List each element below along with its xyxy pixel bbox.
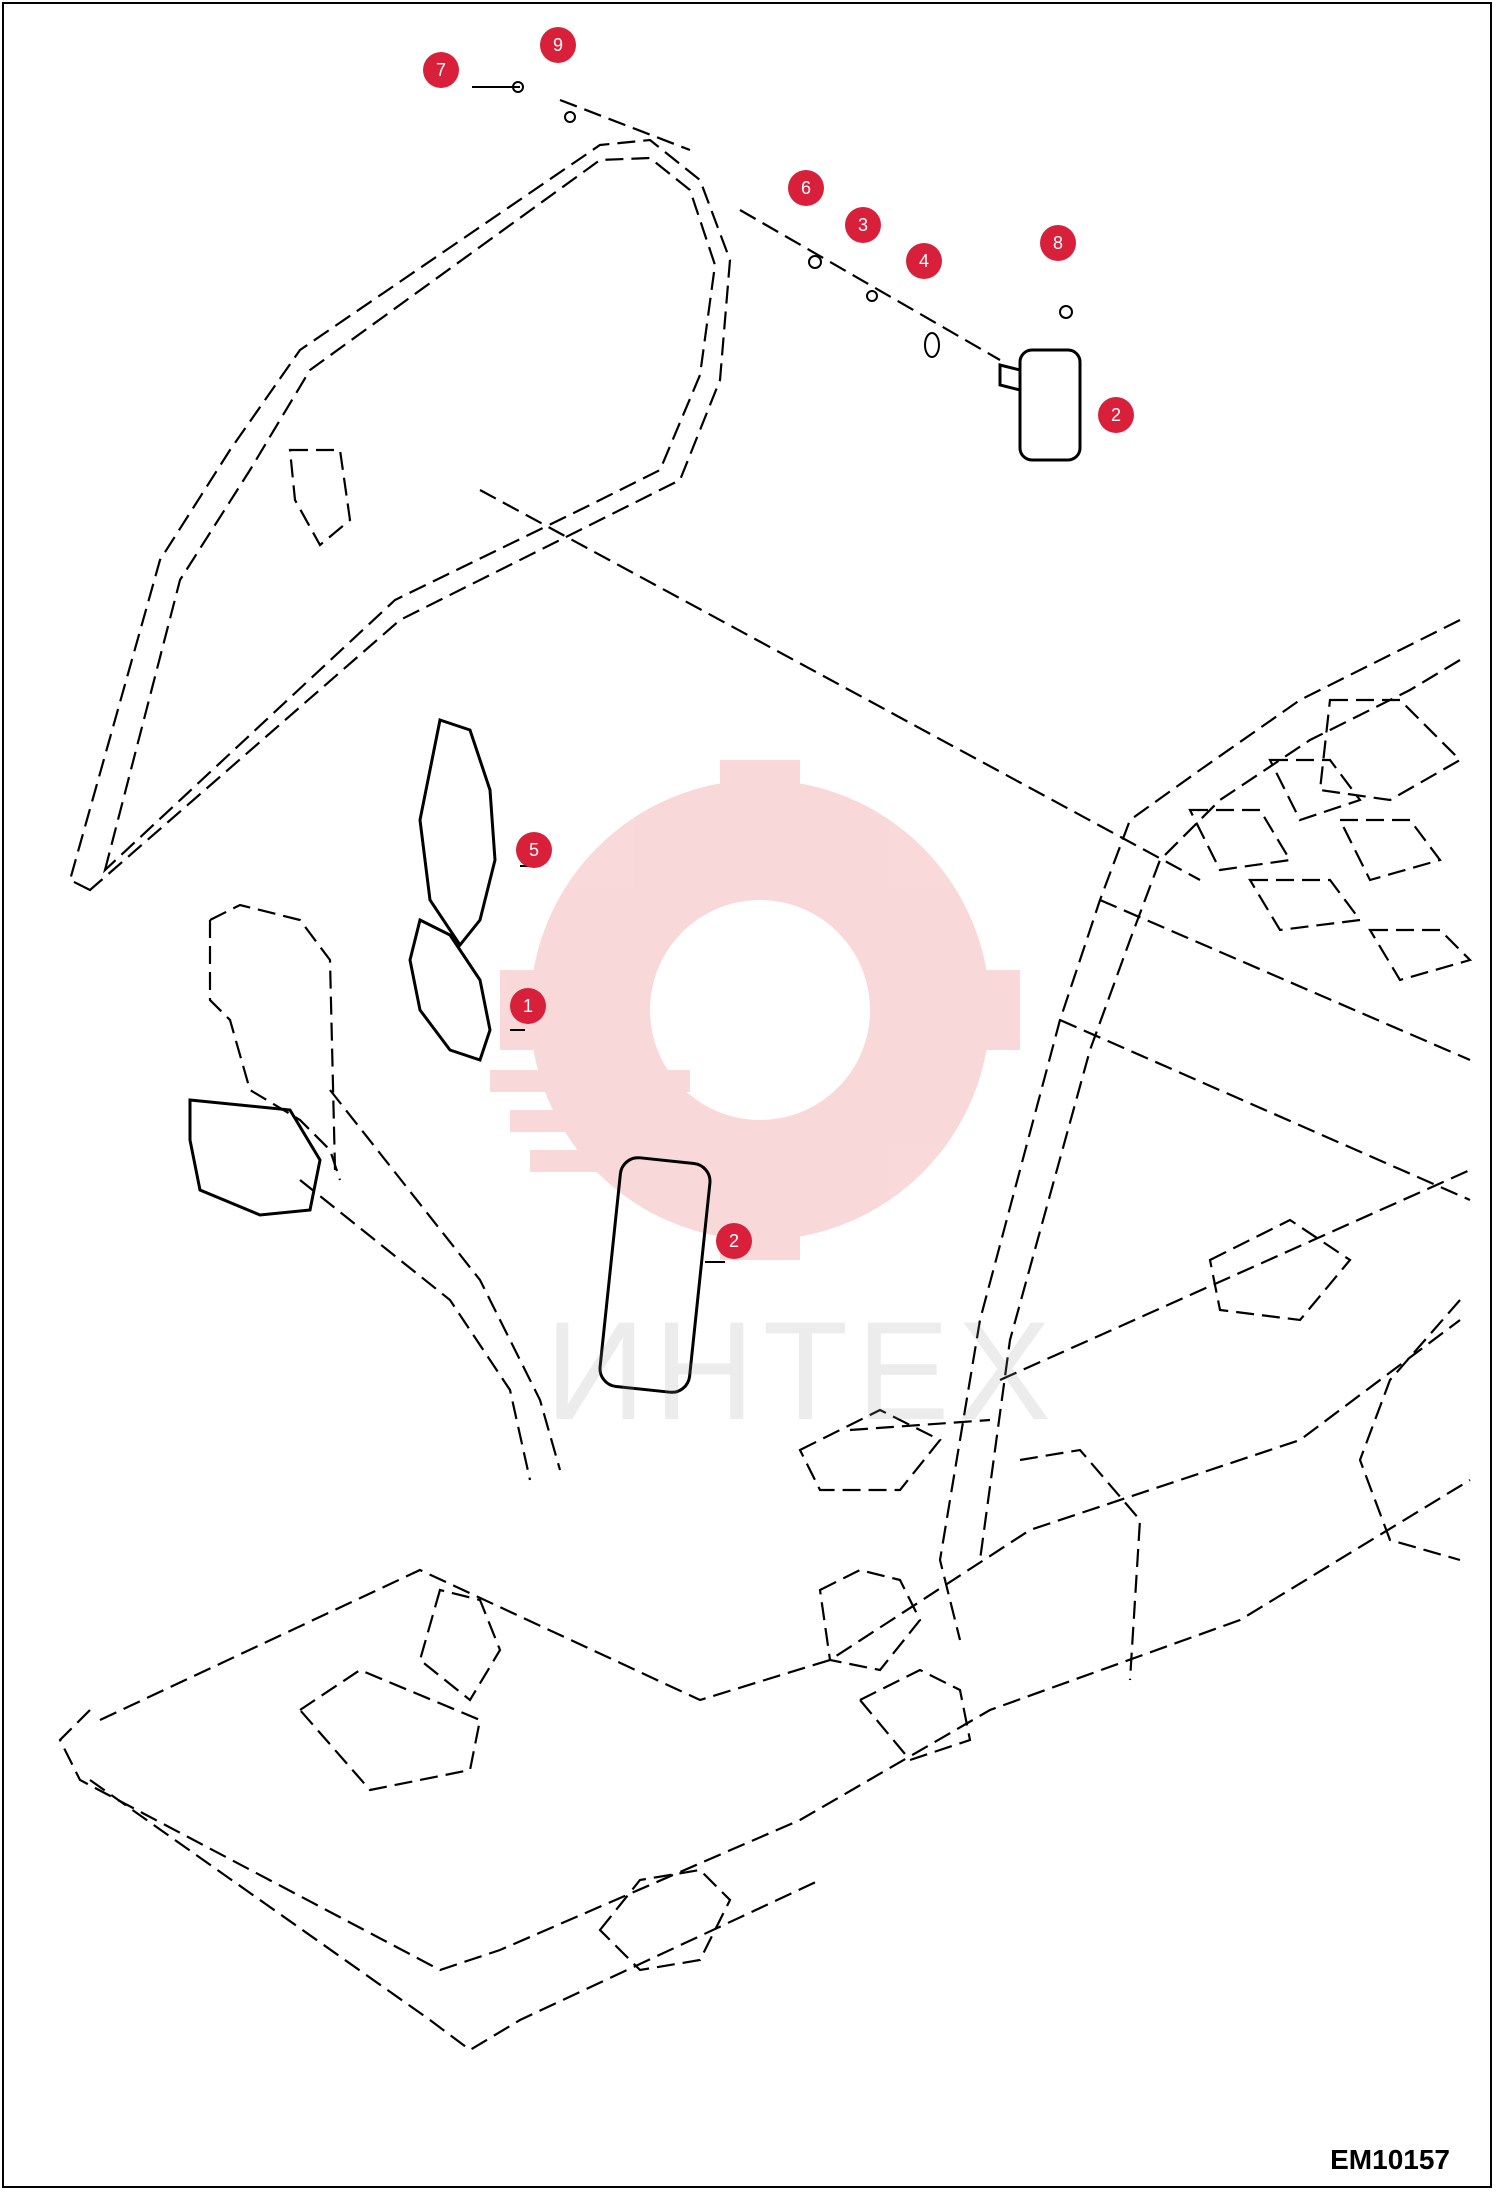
callout-2-top[interactable]: 2	[1098, 397, 1134, 433]
light-housing	[188, 1098, 322, 1217]
callout-9[interactable]: 9	[540, 27, 576, 63]
mirror-rectangular-upper	[1018, 348, 1082, 462]
callout-8[interactable]: 8	[1040, 225, 1076, 261]
mirror-convex-large	[418, 718, 497, 948]
callout-3[interactable]: 3	[845, 207, 881, 243]
callout-6[interactable]: 6	[788, 170, 824, 206]
diagram-code: EM10157	[1330, 2144, 1450, 2175]
watermark-text: ИНТЕХ	[545, 1292, 1060, 1449]
callout-2-bottom[interactable]: 2	[716, 1223, 752, 1259]
callout-7[interactable]: 7	[423, 52, 459, 88]
callout-4[interactable]: 4	[906, 243, 942, 279]
callout-5[interactable]: 5	[516, 832, 552, 868]
watermark-gear-icon	[490, 760, 1020, 1260]
callout-1[interactable]: 1	[510, 988, 546, 1024]
rear-window-outline	[68, 138, 732, 892]
mirror-convex-small	[408, 917, 492, 1062]
mirror-rectangular-lower	[598, 1156, 712, 1394]
